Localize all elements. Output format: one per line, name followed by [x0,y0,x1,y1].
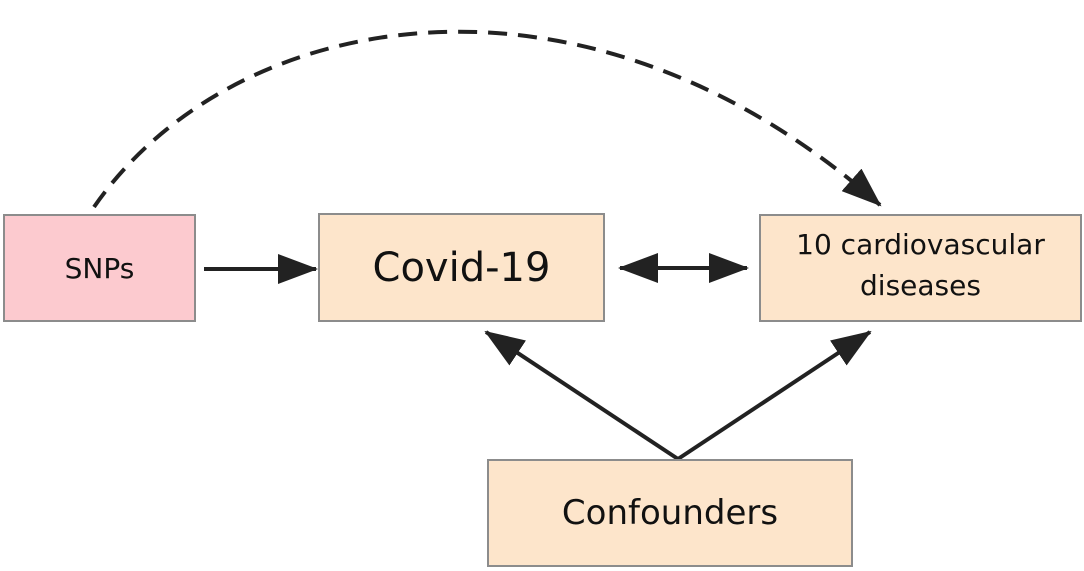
arrow-snps-to-cvd-dashed [92,29,882,209]
arrow-confounders-to-cvd [676,330,872,461]
node-confounders-label: Confounders [561,493,779,533]
node-covid-19-label: Covid-19 [372,244,551,291]
node-cardiovascular-diseases: 10 cardiovascular diseases [759,214,1082,322]
node-cardiovascular-diseases-label: 10 cardiovascular diseases [796,228,1045,302]
arrow-confounders-to-covid [484,330,680,461]
node-snps-label: SNPs [64,251,135,285]
node-confounders: Confounders [487,459,853,567]
node-snps: SNPs [3,214,196,322]
node-covid-19: Covid-19 [318,213,605,322]
